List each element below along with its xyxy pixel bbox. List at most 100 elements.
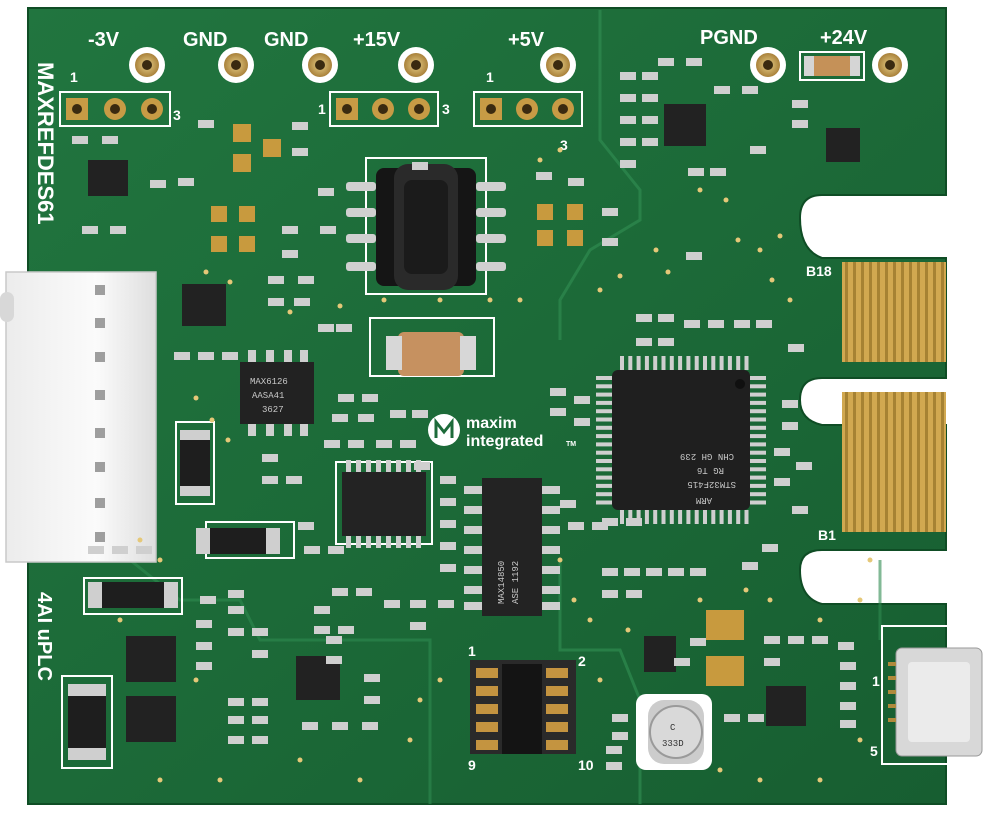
passive-body	[332, 722, 348, 730]
power-inductor: C 333D	[636, 694, 712, 770]
via	[817, 777, 823, 783]
transformer	[346, 157, 506, 295]
header2-pin3-label: 3	[442, 101, 450, 117]
via	[723, 197, 729, 203]
diode-left-3	[83, 577, 183, 615]
max14850-line2: ASE 1192	[511, 561, 521, 604]
via	[225, 437, 231, 443]
passive-body	[612, 714, 628, 722]
passive-body	[690, 638, 706, 646]
via	[817, 617, 823, 623]
logo-brand-line2: integrated	[466, 433, 543, 450]
passive-body	[606, 746, 622, 754]
via	[557, 557, 563, 563]
mcu-pin	[596, 500, 612, 505]
passive-body	[568, 178, 584, 186]
passive-body	[574, 418, 590, 426]
via	[665, 269, 671, 275]
max6126-line1: MAX6126	[250, 377, 288, 387]
via	[597, 677, 603, 683]
mcu-pin	[596, 392, 612, 397]
header3-pin1-label: 1	[486, 69, 494, 85]
passive-body	[646, 568, 662, 576]
passive-body	[326, 656, 342, 664]
passive-body	[356, 588, 372, 596]
passive-body	[324, 440, 340, 448]
mcu-pin	[750, 400, 766, 405]
passive-body	[412, 410, 428, 418]
passive-body	[536, 172, 552, 180]
passive-body	[228, 698, 244, 706]
pcb-outline	[27, 7, 947, 805]
passive-body	[724, 714, 740, 722]
header-1	[59, 91, 171, 127]
passive-body	[620, 72, 636, 80]
power-testpoints	[129, 47, 908, 83]
mcu-pin	[669, 510, 674, 524]
via	[337, 303, 343, 309]
passive-body	[774, 448, 790, 456]
edge-connector-upper	[842, 262, 946, 362]
passive-body	[684, 320, 700, 328]
via	[625, 627, 631, 633]
via	[767, 597, 773, 603]
passive-body	[642, 94, 658, 102]
passive-body	[198, 120, 214, 128]
passive-body	[812, 636, 828, 644]
max14850-line1: MAX14850	[497, 561, 507, 604]
passive-body	[198, 352, 214, 360]
label-pos15v: +15V	[353, 29, 401, 51]
via	[857, 597, 863, 603]
passive-body	[228, 736, 244, 744]
passive-body	[788, 344, 804, 352]
mcu-pin	[620, 510, 624, 524]
passive-body	[574, 396, 590, 404]
terminal-block	[0, 271, 157, 563]
passive-body	[602, 208, 618, 216]
via	[787, 297, 793, 303]
via	[777, 233, 783, 239]
passive-body	[318, 188, 334, 196]
via	[287, 309, 293, 315]
passive-body	[292, 148, 308, 156]
mcu-pin	[596, 400, 612, 405]
mcu-pin	[750, 500, 766, 505]
via	[357, 777, 363, 783]
passive-body	[602, 590, 618, 598]
mcu-pin	[596, 425, 612, 430]
mcu-pin	[703, 510, 707, 524]
via	[517, 297, 523, 303]
via	[857, 737, 863, 743]
passive-body	[286, 476, 302, 484]
passive-body	[314, 606, 330, 614]
header-2	[329, 91, 439, 127]
plane-split	[558, 10, 642, 340]
passive-body	[636, 338, 652, 346]
passive-body	[438, 600, 454, 608]
passive-body	[840, 662, 856, 670]
via	[743, 587, 749, 593]
mcu-line2: STM32F415	[687, 479, 736, 489]
passive-body	[384, 600, 400, 608]
via	[157, 777, 163, 783]
passive-body	[714, 86, 730, 94]
header1-pin3-label: 3	[173, 107, 181, 123]
passive-body	[762, 544, 778, 552]
passive-body	[774, 478, 790, 486]
passive-body	[602, 238, 618, 246]
mcu-pin	[750, 384, 766, 389]
logo-trademark: TM	[566, 441, 576, 448]
testpoint-pgnd	[750, 47, 786, 83]
passive-body	[838, 642, 854, 650]
inductor-value: 333D	[662, 739, 684, 749]
mcu-pin	[596, 450, 612, 455]
mcu-chip: ARM STM32F415 RG T6 CHN GH 239	[596, 356, 766, 524]
label-pos5v: +5V	[508, 29, 545, 51]
passive-body	[72, 136, 88, 144]
jtag-pin2-label: 2	[578, 653, 586, 669]
mcu-pin	[750, 434, 766, 439]
max6126-chip: MAX6126 AASA41 3627	[240, 350, 314, 436]
testpoint-pos15v	[398, 47, 434, 83]
via	[203, 269, 209, 275]
